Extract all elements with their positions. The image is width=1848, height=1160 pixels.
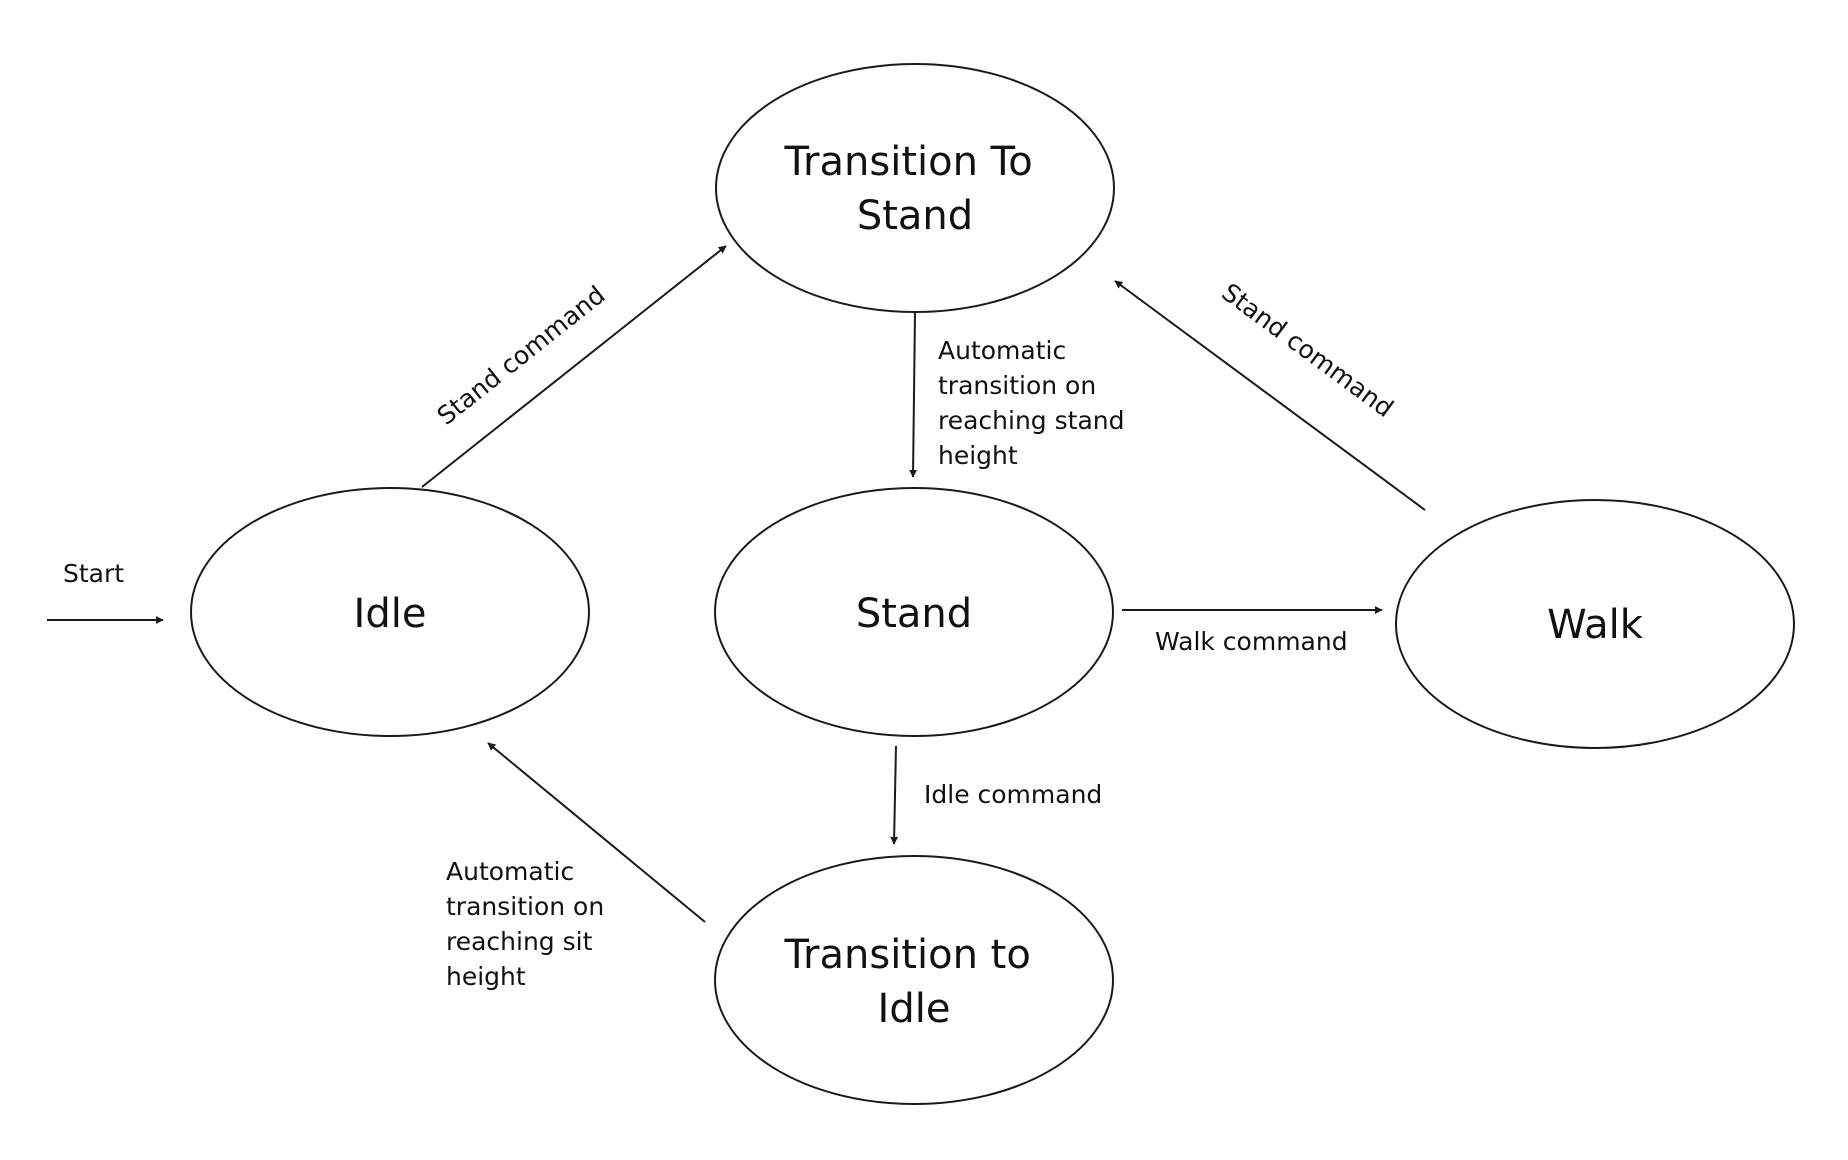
state-idle-shape [190,487,590,737]
edge-label-automatic-to-stand: Automatic transition on reaching stand h… [938,336,1132,470]
edge-transition-to-idle-to-idle [487,742,706,923]
state-stand-shape [714,487,1114,737]
state-transition-to-stand: Transition To Stand [715,63,1115,313]
state-transition-to-stand-label: Transition To Stand [784,139,1046,239]
edge-transition-to-stand-to-stand [909,311,918,478]
state-idle-label: Idle [354,591,427,637]
edge-stand-to-transition-to-idle [890,745,899,845]
state-transition-to-stand-shape [715,63,1115,313]
edge-label-walk-command: Walk command [1155,627,1348,656]
state-transition-to-idle-label: Transition to Idle [783,932,1043,1032]
start-label: Start [63,559,124,588]
edge-label-idle-command: Idle command [924,780,1102,809]
state-transition-to-idle-shape [714,855,1114,1105]
edge-idle-to-transition-to-stand [421,245,727,488]
state-stand-label: Stand [856,591,972,637]
state-idle: Idle [190,487,590,737]
state-walk-label: Walk [1547,602,1644,648]
edge-label-automatic-to-idle: Automatic transition on reaching sit hei… [446,857,612,991]
state-walk-shape [1395,499,1795,749]
edge-walk-to-transition-to-stand [1114,280,1426,511]
state-walk: Walk [1395,499,1795,749]
edge-label-walk-stand-command-text: Stand command [1216,278,1398,424]
state-transition-to-idle: Transition to Idle [714,855,1114,1105]
state-stand: Stand [714,487,1114,737]
